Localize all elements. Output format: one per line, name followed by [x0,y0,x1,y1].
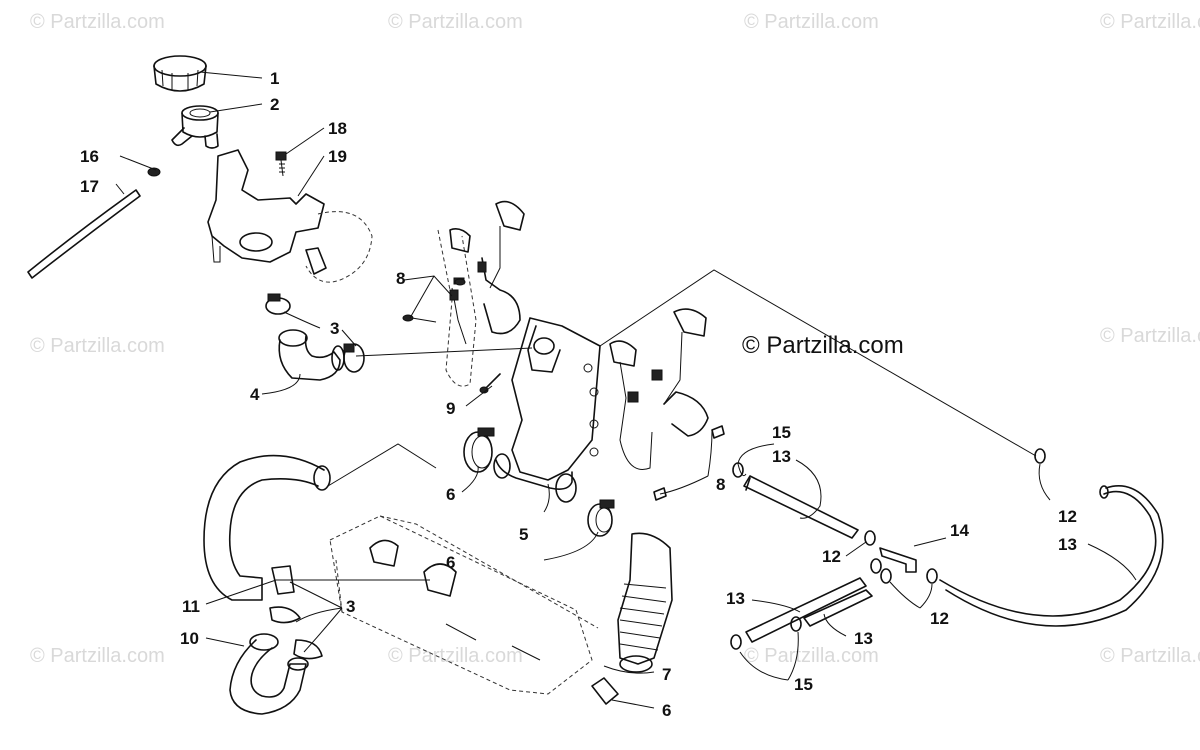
part-injector-right [609,308,725,501]
watermark-layer: © Partzilla.com © Partzilla.com © Partzi… [30,11,1200,667]
part-tubes [730,448,1046,650]
part-vent-hose [27,167,161,279]
callout-14: 14 [950,521,969,540]
part-radiator-hose [203,454,331,601]
callout-12: 12 [930,609,949,628]
callout-2: 2 [270,95,279,114]
part-manifold [493,317,601,503]
callout-8: 8 [716,475,725,494]
callout-15: 15 [794,675,813,694]
watermark: © Partzilla.com [1100,645,1200,667]
callout-7: 7 [662,665,671,684]
watermark: © Partzilla.com [30,11,165,33]
callout-labels: 1 2 3 4 5 6 7 8 9 10 11 12 13 14 15 16 1… [80,69,1077,720]
callout-1: 1 [270,69,279,88]
watermark: © Partzilla.com [1100,11,1200,33]
callout-5: 5 [519,525,528,544]
part-screw [275,151,287,177]
callout-19: 19 [328,147,347,166]
part-elbow-hose [278,329,345,381]
callout-15: 15 [772,423,791,442]
part-lower-hose [229,633,309,715]
watermark: © Partzilla.com [388,11,523,33]
part-cylinder-head [329,515,599,695]
part-screw-left [402,278,466,323]
part-mount-screw [479,373,501,394]
callout-8: 8 [396,269,405,288]
callout-12: 12 [1058,507,1077,526]
callout-10: 10 [180,629,199,648]
callout-6: 6 [446,553,455,572]
callout-17: 17 [80,177,99,196]
watermark: © Partzilla.com [744,11,879,33]
watermark: © Partzilla.com [388,645,523,667]
callout-4: 4 [250,385,260,404]
callout-11: 11 [182,597,200,616]
watermark: © Partzilla.com [1100,325,1200,347]
part-cap [153,55,207,92]
watermark: © Partzilla.com [30,335,165,357]
watermark: © Partzilla.com [30,645,165,667]
part-corrugated-hose [617,532,673,673]
part-clamp-lower [269,565,323,660]
callout-6: 6 [662,701,671,720]
callout-13: 13 [854,629,873,648]
watermark: © Partzilla.com [744,645,879,667]
part-hose-clamp [463,427,619,705]
callout-3: 3 [346,597,355,616]
callout-9: 9 [446,399,455,418]
callout-13: 13 [772,447,791,466]
callout-6: 6 [446,485,455,504]
callout-3: 3 [330,319,339,338]
part-long-hose [939,485,1164,627]
callout-12: 12 [822,547,841,566]
callout-13: 13 [726,589,745,608]
callout-18: 18 [328,119,347,138]
callout-16: 16 [80,147,99,166]
leader-lines [115,71,1137,709]
part-injector-left [437,200,525,387]
watermark-main: © Partzilla.com [742,332,904,359]
part-bracket [207,149,373,283]
callout-13: 13 [1058,535,1077,554]
part-filler-neck [171,105,219,149]
